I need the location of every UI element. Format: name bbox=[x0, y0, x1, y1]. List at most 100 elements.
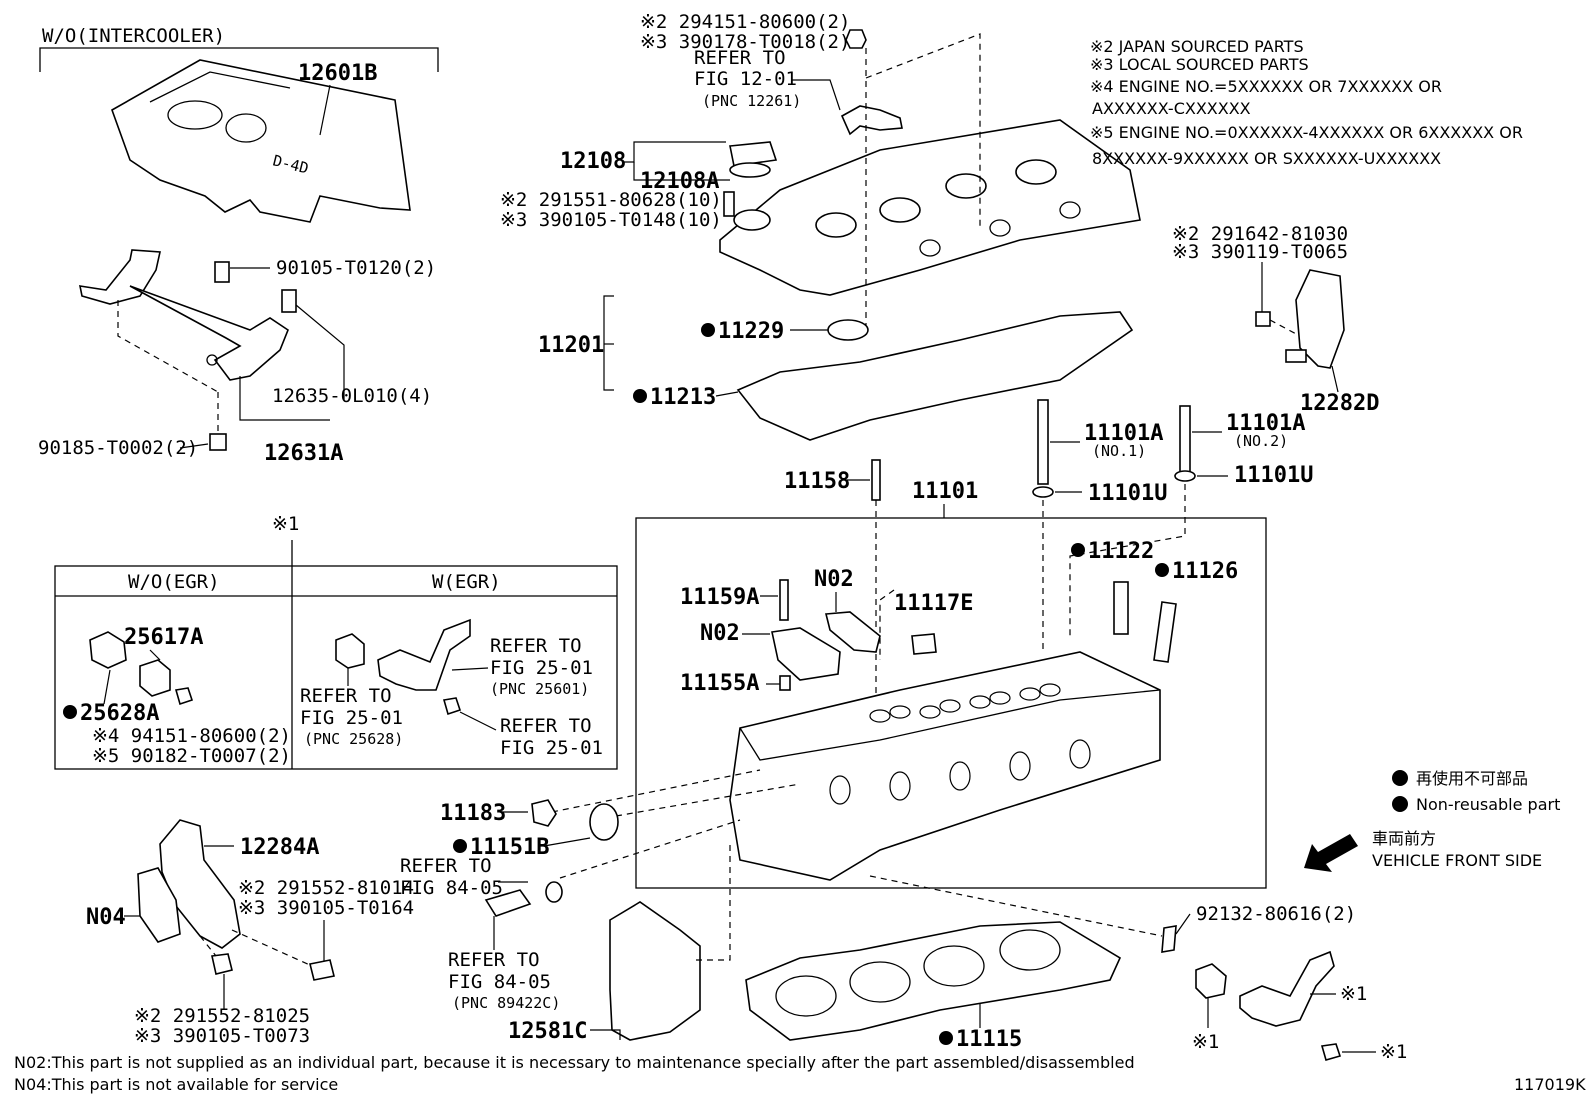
egr-gasket[interactable] bbox=[335, 633, 365, 669]
label-11101[interactable]: 11101 bbox=[912, 479, 978, 504]
plug-11183[interactable] bbox=[531, 799, 557, 827]
label-n02-b[interactable]: N02 bbox=[700, 621, 740, 646]
plug-11117E[interactable] bbox=[911, 633, 937, 655]
label-291552-81014[interactable]: ※2 291552-81014 bbox=[238, 877, 414, 899]
bolt-11101A-no1[interactable] bbox=[1037, 399, 1049, 485]
label-11122[interactable]: 11122 bbox=[1088, 539, 1154, 564]
seal-11151B[interactable] bbox=[589, 803, 619, 841]
fig-84-05-a[interactable]: FIG 84-05 bbox=[400, 877, 503, 899]
cam-cap-n02-a[interactable] bbox=[824, 611, 881, 653]
cover-12581C[interactable] bbox=[609, 901, 701, 1041]
nut-egr-2[interactable] bbox=[1320, 1043, 1342, 1061]
refer-to-6: REFER TO bbox=[448, 949, 540, 971]
label-11101U-2[interactable]: 11101U bbox=[1234, 463, 1313, 488]
fig-25-01-a[interactable]: FIG 25-01 bbox=[490, 657, 593, 679]
label-11101A-no2[interactable]: 11101A bbox=[1226, 411, 1305, 436]
label-12108[interactable]: 12108 bbox=[560, 149, 626, 174]
valve-guide-11126[interactable] bbox=[1153, 601, 1177, 663]
bracket-12631A[interactable] bbox=[78, 249, 289, 381]
gasket-11213[interactable] bbox=[736, 311, 1134, 441]
label-92132-80616[interactable]: 92132-80616(2) bbox=[1196, 903, 1356, 925]
seal-11229[interactable] bbox=[827, 319, 869, 341]
stud-11158[interactable] bbox=[871, 459, 881, 501]
label-25628A[interactable]: 25628A bbox=[80, 701, 159, 726]
bolt-291552-81025[interactable] bbox=[211, 953, 233, 975]
bolt-11159A[interactable] bbox=[779, 579, 789, 621]
hose-pnc-12261[interactable] bbox=[840, 105, 903, 136]
label-11213[interactable]: 11213 bbox=[650, 385, 716, 410]
label-12601B[interactable]: 12601B bbox=[298, 61, 377, 86]
label-11115[interactable]: 11115 bbox=[956, 1027, 1022, 1052]
label-294151-80600[interactable]: ※2 294151-80600(2) bbox=[640, 11, 850, 33]
valve-guide-11122[interactable] bbox=[1113, 581, 1129, 635]
fig-25-01-c[interactable]: FIG 25-01 bbox=[500, 737, 603, 759]
cylinder-head-11101[interactable] bbox=[729, 651, 1161, 881]
label-11159A[interactable]: 11159A bbox=[680, 585, 759, 610]
washer-11101U-2[interactable] bbox=[1174, 470, 1196, 482]
gasket-12108A[interactable] bbox=[729, 162, 771, 178]
label-11155A[interactable]: 11155A bbox=[680, 671, 759, 696]
label-291551-80628[interactable]: ※2 291551-80628(10) bbox=[500, 189, 722, 211]
label-n02-a[interactable]: N02 bbox=[814, 567, 854, 592]
label-390119-T0065[interactable]: ※3 390119-T0065 bbox=[1172, 241, 1348, 263]
label-11158[interactable]: 11158 bbox=[784, 469, 850, 494]
label-25617A[interactable]: 25617A bbox=[124, 625, 203, 650]
label-12284A[interactable]: 12284A bbox=[240, 835, 319, 860]
bracket-12282D[interactable] bbox=[1295, 269, 1345, 369]
bolt-11101A-no2[interactable] bbox=[1179, 405, 1191, 475]
egr-nut[interactable] bbox=[442, 697, 462, 716]
label-90185-T0002[interactable]: 90185-T0002(2) bbox=[38, 437, 198, 459]
label-90182-T0007[interactable]: ※5 90182-T0007(2) bbox=[92, 745, 291, 767]
label-12631A[interactable]: 12631A bbox=[264, 441, 343, 466]
pnc-25628: (PNC 25628) bbox=[304, 730, 403, 748]
bolt-90105-T0120[interactable] bbox=[214, 261, 230, 283]
label-390105-T0073[interactable]: ※3 390105-T0073 bbox=[134, 1025, 310, 1047]
temperature-sensor[interactable] bbox=[484, 889, 532, 917]
label-11201[interactable]: 11201 bbox=[538, 333, 604, 358]
nut-90185-T0002[interactable] bbox=[209, 433, 227, 451]
gasket-25628A[interactable] bbox=[89, 631, 127, 669]
plate-25617A[interactable] bbox=[139, 659, 171, 697]
fig-84-05-b[interactable]: FIG 84-05 bbox=[448, 971, 551, 993]
cam-cap-n02-b[interactable] bbox=[771, 627, 841, 681]
nut-294151[interactable] bbox=[845, 29, 867, 49]
bolt-291552-81014[interactable] bbox=[309, 959, 335, 981]
label-291552-81025[interactable]: ※2 291552-81025 bbox=[134, 1005, 310, 1027]
label-390178-T0018[interactable]: ※3 390178-T0018(2) bbox=[640, 31, 850, 53]
egr-pipe[interactable] bbox=[377, 618, 471, 691]
fig-25-01-b[interactable]: FIG 25-01 bbox=[300, 707, 403, 729]
label-12581C[interactable]: 12581C bbox=[508, 1019, 587, 1044]
label-11126[interactable]: 11126 bbox=[1172, 559, 1238, 584]
cylinder-head-cover[interactable] bbox=[719, 119, 1141, 296]
washer-11101U-1[interactable] bbox=[1032, 486, 1054, 498]
label-94151-80600[interactable]: ※4 94151-80600(2) bbox=[92, 725, 291, 747]
label-390105-T0148[interactable]: ※3 390105-T0148(10) bbox=[500, 209, 722, 231]
label-90105-T0120[interactable]: 90105-T0120(2) bbox=[276, 257, 436, 279]
label-12282D[interactable]: 12282D bbox=[1300, 391, 1379, 416]
label-11151B[interactable]: 11151B bbox=[470, 835, 549, 860]
nut-94151[interactable] bbox=[174, 687, 194, 706]
fig-12-01[interactable]: FIG 12-01 bbox=[694, 68, 797, 90]
label-n04[interactable]: N04 bbox=[86, 905, 126, 930]
label-390105-T0164[interactable]: ※3 390105-T0164 bbox=[238, 897, 414, 919]
label-12635-0L010[interactable]: 12635-0L010(4) bbox=[272, 385, 432, 407]
grommet-12635[interactable] bbox=[281, 289, 297, 313]
label-11117E[interactable]: 11117E bbox=[894, 591, 973, 616]
egr-gasket-2[interactable] bbox=[1195, 963, 1227, 999]
stud-92132[interactable] bbox=[1161, 925, 1177, 953]
engine-cover-12601B[interactable]: D-4D bbox=[111, 59, 411, 223]
oil-filler-cap-12108[interactable] bbox=[729, 141, 778, 167]
egr-pipe-2[interactable] bbox=[1239, 950, 1335, 1027]
sensor-gasket[interactable] bbox=[545, 881, 563, 903]
legend-jp: 再使用不可部品 bbox=[1416, 769, 1528, 788]
label-11101A-no1[interactable]: 11101A bbox=[1084, 421, 1163, 446]
label-291642-81030[interactable]: ※2 291642-81030 bbox=[1172, 223, 1348, 245]
pin-11155A[interactable] bbox=[779, 675, 791, 691]
label-11101U-1[interactable]: 11101U bbox=[1088, 481, 1167, 506]
label-11183[interactable]: 11183 bbox=[440, 801, 506, 826]
bolt-291642[interactable] bbox=[1255, 311, 1271, 327]
bolt-291551[interactable] bbox=[723, 191, 735, 217]
label-11229[interactable]: 11229 bbox=[718, 319, 784, 344]
label-12108A[interactable]: 12108A bbox=[640, 169, 719, 194]
